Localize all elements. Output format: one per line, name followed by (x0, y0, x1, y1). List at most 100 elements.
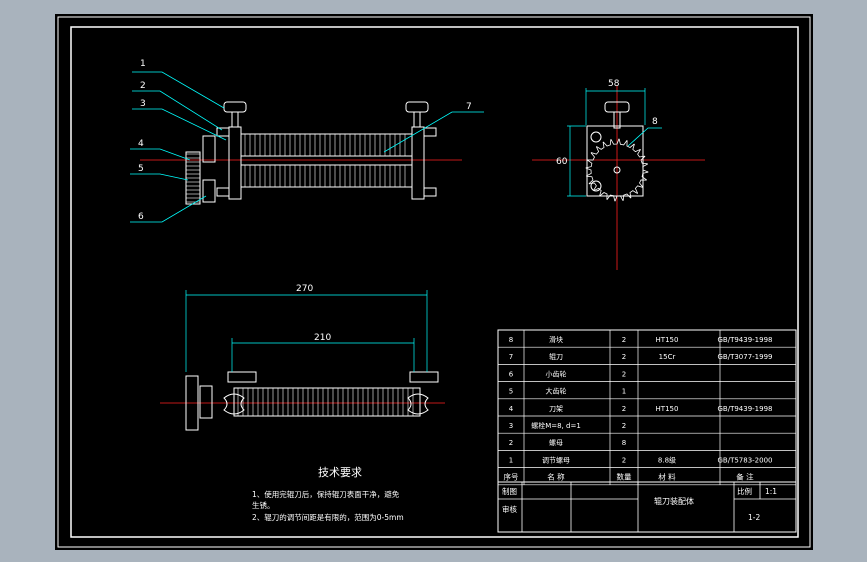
drawing-sheet (55, 14, 813, 550)
notes-line-2: 生锈。 (252, 500, 275, 510)
upper-roller (240, 133, 413, 157)
top-view: 270 210 (160, 284, 445, 431)
scale-value: 1:1 (765, 487, 777, 496)
bom-cell-material: 8.8级 (658, 455, 676, 464)
bom-cell-qty: 2 (622, 336, 626, 344)
bom-header-name: 名 称 (547, 472, 565, 482)
bom-cell-no: 4 (509, 405, 514, 413)
bom-cell-qty: 2 (622, 370, 626, 378)
bom-cell-no: 5 (509, 388, 513, 396)
right-knob-stem (413, 111, 421, 128)
drawn-by-label: 制图 (502, 486, 517, 496)
bom-cell-qty: 8 (622, 439, 626, 447)
side-gear-hub (613, 166, 621, 174)
small-gear-lower (202, 179, 216, 203)
top-left-knob (227, 371, 257, 383)
bom-cell-no: 1 (509, 456, 513, 464)
left-knob-stem (231, 111, 239, 128)
dim-270-value: 270 (296, 284, 313, 294)
front-view: 1 2 3 4 5 6 7 (130, 59, 484, 223)
left-upper-nut (216, 127, 230, 137)
bom-cell-qty: 2 (622, 405, 626, 413)
bom-cell-name: 小齿轮 (546, 369, 567, 378)
bom-header-no: 序号 (504, 472, 519, 482)
bom-cell-name: 螺母 (549, 438, 563, 447)
sheet-number: 1-2 (748, 513, 760, 522)
side-bolt-lower (590, 180, 602, 192)
bom-header-material: 材 料 (658, 472, 676, 482)
bom-header-qty: 数量 (617, 472, 632, 482)
left-lower-nut (216, 187, 230, 197)
callout-3-leader (132, 108, 227, 141)
side-view: 58 60 8 (532, 79, 705, 270)
bom-cell-name: 螺栓M=8, d=1 (531, 421, 581, 430)
top-right-holder (407, 393, 429, 415)
callout-8: 8 (652, 117, 658, 127)
callout-6-leader (130, 195, 207, 223)
callout-7-leader (383, 111, 484, 153)
top-roller (233, 387, 421, 417)
top-right-knob (409, 371, 439, 383)
bom-outline (497, 329, 797, 533)
dim-58-value: 58 (608, 79, 620, 89)
dim-210-value: 210 (314, 333, 331, 343)
top-large-gear (185, 375, 199, 431)
notes-line-1: 1、使用完辊刀后，保持辊刀表面干净，避免 (252, 489, 400, 499)
bom-cell-material: HT150 (656, 405, 679, 413)
notes-line-3: 2、辊刀的调节间距是有限的，范围为0-5mm (252, 512, 404, 522)
inner-border (70, 26, 799, 538)
callout-5-leader (130, 173, 189, 181)
bom-cell-qty: 2 (622, 353, 626, 361)
side-bolt-upper (590, 131, 602, 143)
small-gear-upper (202, 135, 216, 163)
top-small-gear (199, 385, 213, 419)
bom-cell-no: 8 (509, 336, 513, 344)
top-left-holder (223, 393, 245, 415)
bom-cell-remark: GB/T9439-1998 (717, 336, 772, 344)
bom-cell-qty: 2 (622, 456, 626, 464)
bom-cell-no: 2 (509, 439, 513, 447)
callout-3: 3 (140, 99, 146, 109)
notes-heading: 技术要求 (318, 466, 362, 479)
bom-cell-name: 辊刀 (549, 352, 563, 361)
callout-2: 2 (140, 81, 146, 91)
checked-by-label: 审核 (502, 504, 517, 514)
callout-4: 4 (138, 139, 144, 149)
scale-label: 比例 (737, 486, 752, 496)
bom-cell-name: 大齿轮 (546, 387, 567, 396)
bom-cell-name: 刀架 (549, 405, 563, 413)
bom-cell-name: 滑块 (549, 335, 563, 344)
lower-roller (240, 164, 413, 188)
right-lower-nut (423, 187, 437, 197)
dim-60-value: 60 (556, 157, 568, 167)
bom-cell-no: 6 (509, 370, 514, 378)
callout-5: 5 (138, 164, 144, 174)
side-gear (585, 138, 649, 202)
side-frame (586, 125, 644, 197)
outer-border (57, 16, 811, 548)
right-upper-nut (423, 127, 437, 137)
bom-cell-material: 15Cr (659, 353, 676, 361)
title-block: 制图 审核 辊刀装配体 比例 1:1 1-2 (498, 481, 796, 532)
callout-6: 6 (138, 212, 144, 222)
technical-requirements: 技术要求 1、使用完辊刀后，保持辊刀表面干净，避免 生锈。 2、辊刀的调节间距是… (252, 466, 404, 522)
bom-cell-remark: GB/T9439-1998 (717, 405, 772, 413)
bom-cell-material: HT150 (656, 336, 679, 344)
callout-2-leader (132, 90, 223, 131)
callout-7: 7 (466, 102, 472, 112)
callout-8-leader (627, 127, 662, 147)
bom-cell-no: 7 (509, 353, 513, 361)
callout-1-leader (132, 71, 225, 109)
bom-cell-no: 3 (509, 422, 513, 430)
bom-header-remark: 备 注 (736, 472, 754, 482)
bom-cell-remark: GB/T3077-1999 (717, 353, 772, 361)
callout-1: 1 (140, 59, 146, 69)
side-gear-teeth (585, 138, 649, 202)
side-knob-stem (613, 111, 621, 129)
drawing-title: 辊刀装配体 (654, 496, 694, 506)
bom-cell-qty: 1 (622, 388, 626, 396)
callout-4-leader (130, 148, 191, 161)
bom-cell-remark: GB/T5783-2000 (717, 456, 772, 464)
bom-cell-qty: 2 (622, 422, 626, 430)
